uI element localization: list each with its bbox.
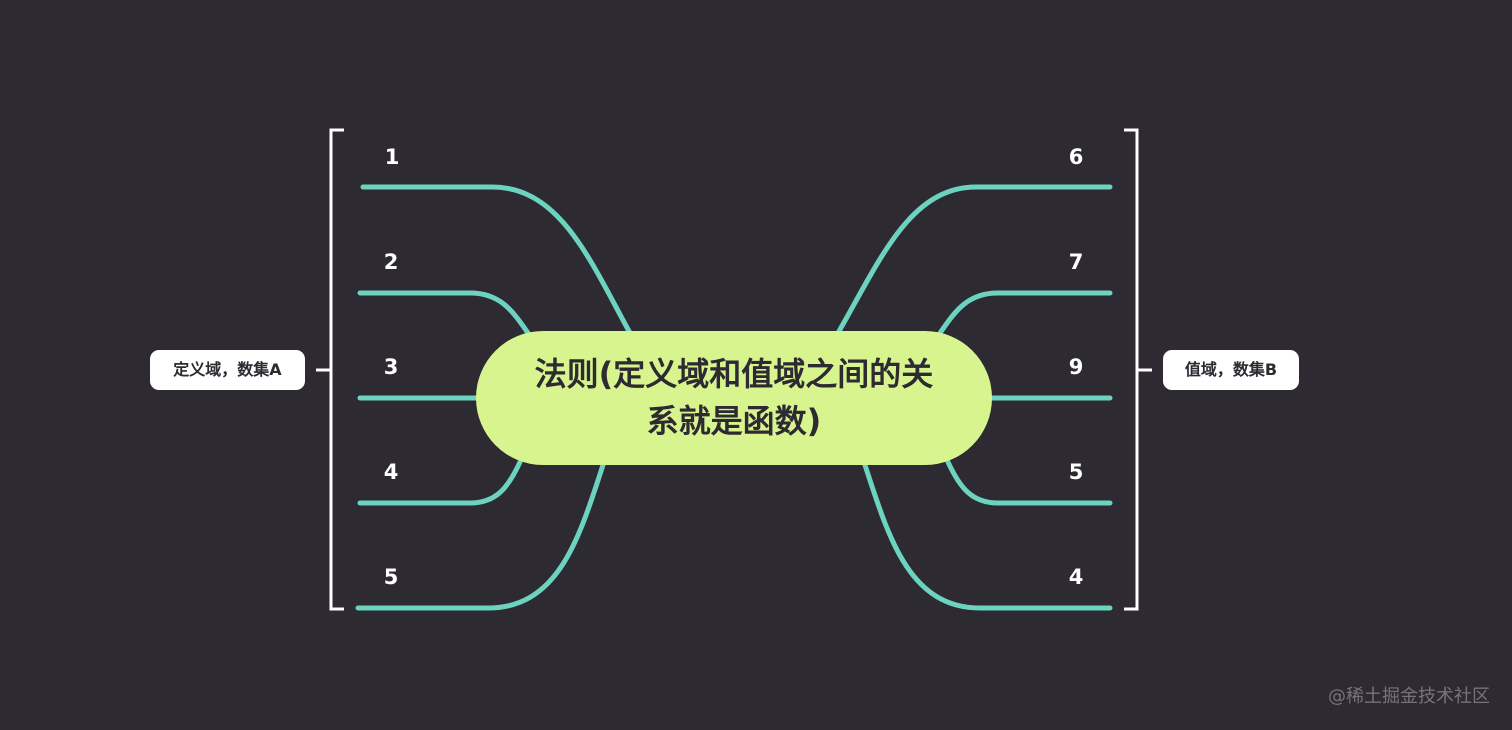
- branch-right-2: [937, 290, 1113, 336]
- branch-left-4: [357, 459, 523, 506]
- branch-left-2: [357, 290, 531, 336]
- left-item-1[interactable]: 1: [384, 145, 400, 169]
- right-item-3[interactable]: 9: [1068, 355, 1084, 379]
- left-item-2[interactable]: 2: [383, 250, 399, 274]
- left-bracket: [329, 128, 344, 611]
- branch-right-5: [861, 459, 1113, 611]
- branch-left-1: [360, 184, 633, 336]
- right-item-2[interactable]: 7: [1068, 250, 1084, 274]
- right-item-1[interactable]: 6: [1068, 145, 1084, 169]
- right-item-4[interactable]: 5: [1068, 460, 1084, 484]
- range-tag[interactable]: 值域，数集B: [1163, 350, 1299, 390]
- branch-left-5: [355, 459, 607, 611]
- left-item-3[interactable]: 3: [383, 355, 399, 379]
- right-item-5[interactable]: 4: [1068, 565, 1084, 589]
- branch-right-4: [945, 459, 1113, 506]
- watermark: @稀土掘金技术社区: [1328, 686, 1490, 707]
- domain-tag[interactable]: 定义域，数集A: [150, 350, 305, 390]
- left-item-4[interactable]: 4: [383, 460, 399, 484]
- central-topic-text: 法则(定义域和值域之间的关系就是函数): [534, 355, 934, 440]
- central-topic-node[interactable]: 法则(定义域和值域之间的关系就是函数): [476, 331, 992, 465]
- right-bracket: [1124, 128, 1139, 611]
- branch-right-1: [835, 184, 1113, 336]
- left-item-5[interactable]: 5: [383, 565, 399, 589]
